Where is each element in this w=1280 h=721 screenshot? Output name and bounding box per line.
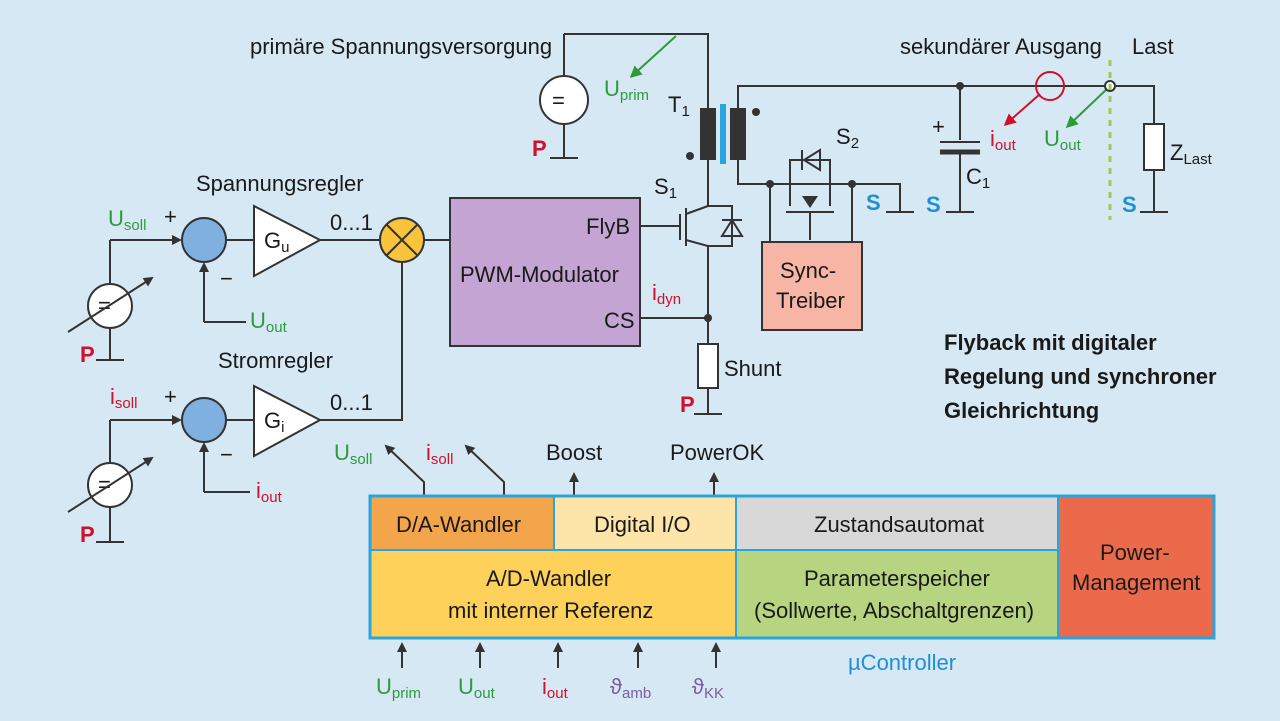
power-management-block	[1058, 496, 1214, 638]
i-soll-label: isoll	[110, 384, 137, 412]
da-converter-label: D/A-Wandler	[396, 512, 521, 537]
c1-label: C1	[966, 164, 990, 192]
load-impedance	[1143, 123, 1165, 171]
gain-block-gi	[253, 384, 323, 458]
i-out-input-label: iout	[542, 674, 569, 702]
summing-junction-u	[181, 217, 227, 263]
boost-label: Boost	[546, 440, 602, 465]
plus-sign-2: +	[164, 384, 177, 409]
controller-inputs: Uprim Uout iout ϑamb ϑKK	[376, 642, 724, 702]
parameter-memory-label-1: Parameterspeicher	[804, 566, 990, 591]
ground-s-label-1: S	[866, 190, 881, 215]
parameter-memory-label-2: (Sollwerte, Abschaltgrenzen)	[754, 598, 1034, 623]
current-probe	[1035, 71, 1065, 101]
ad-converter-block	[370, 550, 736, 638]
range-label-2: 0...1	[330, 390, 373, 415]
i-soll-output-label: isoll	[426, 440, 453, 468]
load-label: Last	[1132, 34, 1174, 59]
sync-driver-label-2: Treiber	[776, 288, 845, 313]
pwm-modulator: PWM-Modulator FlyB CS idyn	[449, 197, 708, 347]
cs-label: CS	[604, 308, 635, 333]
gain-block-gu	[253, 204, 323, 278]
primary-side: primäre Spannungsversorgung = P Uprim T1…	[250, 33, 782, 417]
s2-label: S2	[836, 124, 859, 152]
u-soll-label: Usoll	[108, 206, 146, 234]
plus-sign: +	[164, 204, 177, 229]
gu-label: Gu	[264, 228, 289, 256]
digital-io-label: Digital I/O	[594, 512, 691, 537]
range-label-1: 0...1	[330, 210, 373, 235]
ad-converter-label-2: mit interner Referenz	[448, 598, 653, 623]
current-regulator: Stromregler = P isoll + − iout Gi 0...1	[67, 262, 403, 547]
state-machine-block	[736, 496, 1058, 550]
gi-label: Gi	[264, 408, 284, 436]
state-machine-label: Zustandsautomat	[814, 512, 984, 537]
pwm-block	[449, 197, 641, 347]
ground-p-label: P	[80, 342, 95, 367]
title-line-1: Flyback mit digitaler	[944, 330, 1157, 355]
s1-label: S1	[654, 174, 677, 202]
ad-converter-label-1: A/D-Wandler	[486, 566, 611, 591]
title-line-2: Regelung und synchroner	[944, 364, 1217, 389]
diagram-title: Flyback mit digitaler Regelung und synch…	[944, 330, 1217, 423]
controller-outputs: Usoll isoll Boost PowerOK	[334, 440, 764, 496]
primary-supply-label: primäre Spannungsversorgung	[250, 34, 552, 59]
u-prim-label: Uprim	[604, 76, 649, 104]
transformer-secondary	[730, 108, 746, 160]
voltage-regulator-label: Spannungsregler	[196, 171, 364, 196]
u-out-label: Uout	[1044, 126, 1082, 154]
power-management-label-1: Power-	[1100, 540, 1170, 565]
shunt-label: Shunt	[724, 356, 782, 381]
u-prim-input-label: Uprim	[376, 674, 421, 702]
da-converter-block	[370, 496, 554, 550]
flyb-label: FlyB	[586, 214, 630, 239]
pwm-label: PWM-Modulator	[460, 262, 619, 287]
i-out-label: iout	[990, 126, 1017, 154]
i-dyn-label: idyn	[652, 280, 681, 308]
u-soll-output-label: Usoll	[334, 440, 372, 468]
controller-border	[368, 494, 1216, 640]
ground-p-label-4: P	[680, 392, 695, 417]
secondary-output-label: sekundärer Ausgang	[900, 34, 1102, 59]
ground-p-label-2: P	[80, 522, 95, 547]
transformer-primary	[700, 108, 716, 160]
theta-kk-label: ϑKK	[692, 674, 724, 702]
microcontroller: D/A-Wandler Digital I/O Zustandsautomat …	[368, 494, 1216, 675]
multiplier	[379, 217, 450, 263]
sync-driver-label-1: Sync-	[780, 258, 836, 283]
secondary-side: S2 S Sync- Treiber + C1 S iout Uout seku…	[737, 34, 1213, 331]
ucontroller-label: µController	[848, 650, 956, 675]
equals-sign-3: =	[552, 88, 565, 113]
shunt-resistor	[697, 343, 719, 389]
parameter-memory-block	[736, 550, 1058, 638]
i-out-feedback-label: iout	[256, 478, 283, 506]
summing-junction-i	[181, 397, 227, 443]
power-management-label-2: Management	[1072, 570, 1200, 595]
current-regulator-label: Stromregler	[218, 348, 333, 373]
title-line-3: Gleichrichtung	[944, 398, 1099, 423]
theta-amb-label: ϑamb	[610, 674, 651, 702]
minus-sign: −	[220, 266, 233, 291]
capacitor-plus: +	[932, 114, 945, 139]
minus-sign-2: −	[220, 442, 233, 467]
z-last-label: ZLast	[1170, 140, 1213, 168]
ground-p-label-3: P	[532, 136, 547, 161]
voltage-regulator: Spannungsregler = P Usoll + − Uout Gu 0.…	[67, 171, 388, 367]
t1-label: T1	[668, 92, 690, 120]
u-out-feedback-label: Uout	[250, 308, 288, 336]
powerok-label: PowerOK	[670, 440, 764, 465]
sync-driver-block	[761, 241, 863, 331]
u-out-input-label: Uout	[458, 674, 496, 702]
ground-s-label-2: S	[926, 192, 941, 217]
ground-s-label-3: S	[1122, 192, 1137, 217]
digital-io-block	[554, 496, 736, 550]
